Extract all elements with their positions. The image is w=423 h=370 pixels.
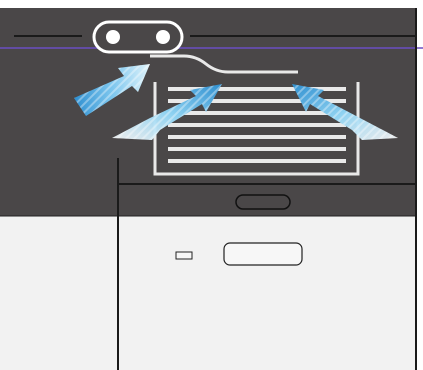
pill-handle-icon [92, 20, 184, 54]
rounded-button-icon [223, 242, 303, 266]
paper-path-guide [150, 54, 298, 74]
airflow-right-icon [292, 84, 398, 140]
indicator-led-icon [175, 251, 193, 260]
airflow-arrow-icon [74, 64, 150, 116]
airflow-left-icon [112, 84, 222, 140]
slot-handle-icon [235, 194, 291, 210]
printer-lower-housing [0, 216, 416, 370]
